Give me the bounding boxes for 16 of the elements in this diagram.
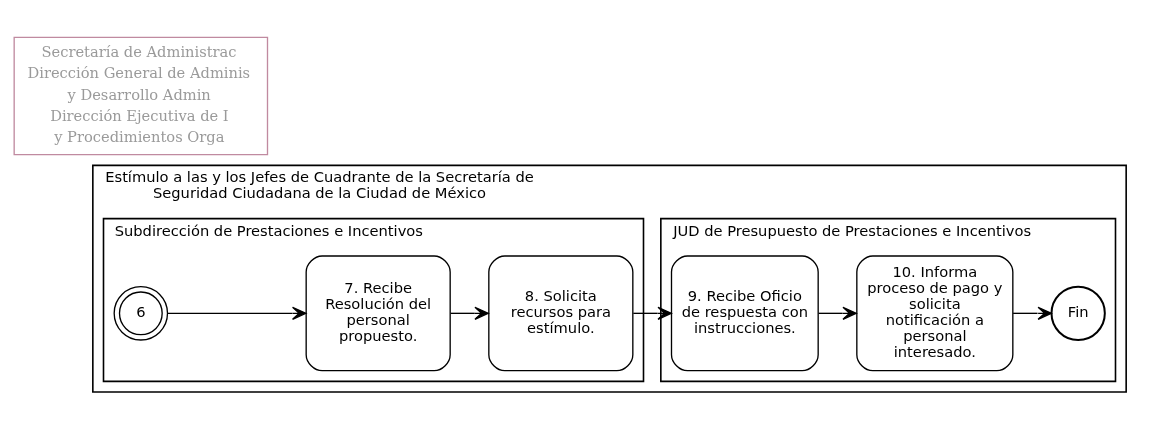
node-box: 9. Recibe Oficio de respuesta con instrucciones.: [670, 255, 819, 372]
label: Dirección General de Adminis: [27, 64, 251, 82]
label: Secretaría de Administrac: [41, 43, 237, 61]
arrow: [1012, 306, 1053, 320]
arrow: [167, 306, 307, 320]
label: y Procedimientos Orga: [54, 128, 225, 146]
node-circle: 6: [113, 286, 169, 341]
node-box: 10. Informa proceso de pago y solicita notificación a personal interesado.: [856, 255, 1014, 372]
node-box: 8. Solicita recursos para estímulo.: [488, 255, 634, 372]
node-box: 7. Recibe Resolución del personal propuesto.: [305, 255, 451, 372]
arrow: [817, 306, 857, 320]
node-circle: Fin: [1050, 285, 1106, 341]
arrow: [632, 306, 673, 320]
label: y Desarrollo Admin: [67, 85, 211, 103]
arrow: [450, 306, 489, 320]
label: Dirección Ejecutiva de I: [50, 107, 229, 125]
